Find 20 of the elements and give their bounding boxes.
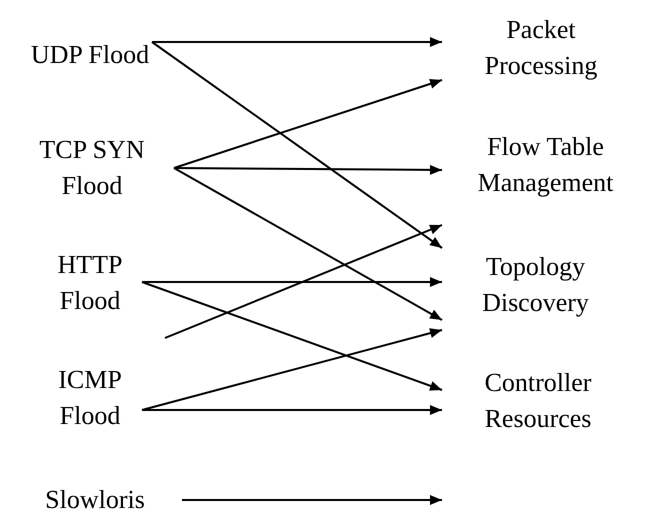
arrow [142, 405, 442, 415]
node-label: Packet Processing [484, 14, 598, 82]
arrow [142, 277, 442, 287]
arrow [142, 281, 442, 391]
node-label: ICMP Flood [57, 364, 123, 432]
node-label: Slowloris [45, 484, 145, 516]
arrow [151, 41, 443, 249]
arrow [174, 164, 442, 175]
node-label: Topology Discovery [481, 251, 590, 319]
node-label: Controller Resources [484, 367, 592, 435]
node-label: TCP SYN Flood [38, 134, 146, 202]
arrow [174, 167, 442, 321]
arrow [152, 37, 442, 47]
arrow [164, 224, 442, 339]
arrow [182, 495, 442, 505]
node-label: Flow Table Management [476, 131, 614, 199]
arrow [142, 328, 442, 411]
node-label: UDP Flood [30, 39, 150, 71]
node-label: HTTP Flood [56, 249, 124, 317]
arrow [174, 79, 442, 169]
